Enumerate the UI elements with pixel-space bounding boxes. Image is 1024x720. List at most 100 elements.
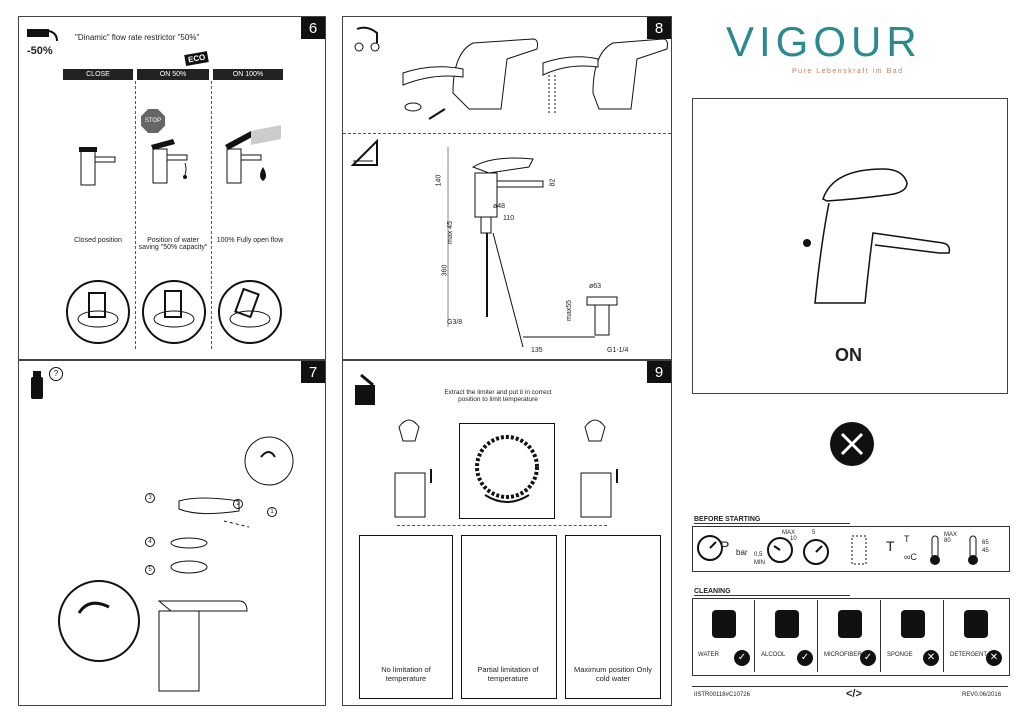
cleaning-item: MICROFIBER✓: [820, 600, 881, 672]
divider: [211, 81, 212, 349]
badge-50: -50%: [27, 45, 53, 57]
step-marker-2: 2: [233, 499, 243, 509]
tools-icon: [830, 422, 874, 466]
panel-6: 6 -50% "Dinamic" flow rate restrictor "5…: [18, 16, 326, 360]
thermometer-range-icon: [968, 535, 978, 565]
dim-d63: ø63: [589, 283, 602, 290]
pressure-gauge-icon: [697, 535, 723, 561]
cartridge-icon: [218, 280, 282, 344]
dimension-drawing: [447, 147, 618, 348]
product-frame: ON: [692, 98, 1008, 394]
detergent-bottle-icon: [964, 610, 988, 638]
step-number-7: 7: [301, 361, 325, 383]
tab-on100: ON 100%: [213, 69, 283, 80]
step-marker-5: 5: [145, 565, 155, 575]
dim-g114: G1-1/4: [607, 347, 629, 354]
option-box-2: [461, 535, 557, 699]
panel-9: 9 Extract the limiter and put it in corr…: [342, 360, 672, 706]
ruler-icon: [350, 138, 378, 166]
limiter-gear-icon: [475, 435, 539, 503]
caption-closed: Closed position: [74, 237, 122, 244]
spray-bottle-icon: [775, 610, 799, 638]
max-value: 10: [790, 536, 797, 542]
step-marker-1: 1: [267, 507, 277, 517]
footer-code: IISTR00118#C10726: [694, 692, 750, 698]
bar-label: bar: [736, 548, 748, 557]
dim-110: 110: [503, 215, 515, 222]
help-icon: ?: [49, 367, 63, 381]
eco-badge: ECO: [184, 51, 210, 66]
footer-rev: REV0.06/2016: [962, 692, 1002, 698]
dim-140: 140: [435, 174, 443, 187]
divider: [397, 525, 607, 526]
step-number-9: 9: [647, 361, 671, 383]
limiter-frame: [459, 423, 555, 519]
divider: [135, 81, 136, 349]
dim-g38: G3/8: [447, 319, 463, 326]
before-starting-title: BEFORE STARTING: [694, 516, 850, 524]
brand-tagline: Pure Lebenskraft im Bad: [792, 68, 904, 75]
cleaning-item: DETERGENT✕: [946, 600, 1006, 672]
disassembly-diagram: [58, 436, 294, 692]
footer-rule: [692, 686, 1008, 687]
dim-max55: max55: [566, 299, 574, 322]
dim-82: 82: [549, 178, 557, 187]
check-icon: ✓: [797, 650, 813, 666]
check-icon: ✓: [734, 650, 750, 666]
cleaning-box: [692, 598, 1010, 676]
faucet-closed-icon: [79, 147, 116, 186]
cleaning-item: WATER✓: [694, 600, 755, 672]
thermometer-icon: [930, 535, 940, 565]
caption-full: 100% Fully open flow: [216, 237, 284, 244]
max-label: MAX: [782, 530, 796, 536]
gauge-max-icon: [803, 539, 829, 565]
tools-icon: [354, 26, 380, 52]
cross-icon: ✕: [986, 650, 1002, 666]
cleaning-label: MICROFIBER: [824, 652, 862, 658]
caption-partial: Partial limitation of temperature: [477, 665, 539, 683]
faucet-full-icon: [225, 125, 281, 184]
dim-max45: max 45: [446, 221, 454, 244]
step-marker-4: 4: [145, 537, 155, 547]
microfiber-cloth-icon: [838, 610, 862, 638]
panel9-instruction: Extract the limiter and put it in correc…: [444, 389, 552, 403]
panel6-title: "Dinamic" flow rate restrictor "50%": [75, 33, 200, 42]
min-value: 0,5: [754, 552, 763, 558]
brand-logo: VIGOUR: [726, 18, 922, 65]
temp-45: 45: [982, 548, 989, 554]
tab-on50: ON 50%: [137, 69, 209, 80]
c-label: ∞C: [904, 552, 917, 562]
flow-restrictor-icon: [27, 29, 58, 42]
sponge-icon: [901, 610, 925, 638]
option-box-1: [359, 535, 453, 699]
cleaning-item: ALCOOL✓: [757, 600, 818, 672]
cartridge-icon: [66, 280, 130, 344]
tab-close: CLOSE: [63, 69, 133, 80]
cartridge-down-icon: [580, 419, 618, 518]
cartridge-up-icon: [394, 419, 432, 518]
cleaning-label: DETERGENT: [950, 652, 988, 658]
p-label: P: [720, 538, 730, 554]
faucet-half-icon: [151, 139, 188, 184]
pressure-5: 5: [812, 530, 816, 536]
dim-135: 135: [531, 347, 543, 354]
before-starting-box: [692, 526, 1010, 572]
product-label: ON: [835, 345, 862, 365]
cleaning-title: CLEANING: [694, 588, 850, 596]
water-heater-icon: [851, 535, 867, 565]
water-drops-icon: [712, 610, 736, 638]
option-box-3: [565, 535, 661, 699]
caption-cold: Maximum position Only cold water: [574, 665, 652, 683]
step-number-8: 8: [647, 17, 671, 39]
aerator-removal-diagram: [402, 38, 668, 120]
min-label: MIN: [754, 560, 765, 566]
divider: [343, 133, 671, 134]
cartridge-tool-icon: [355, 373, 375, 405]
cleaning-label: SPONGE: [887, 652, 913, 658]
caption-no-limit: No limitation of temperature: [381, 665, 431, 683]
gauge-min-icon: [767, 537, 793, 563]
stop-sign: STOP: [141, 109, 165, 133]
t-label: T: [886, 538, 895, 554]
t-label-2: T: [904, 534, 910, 544]
check-icon: ✓: [860, 650, 876, 666]
